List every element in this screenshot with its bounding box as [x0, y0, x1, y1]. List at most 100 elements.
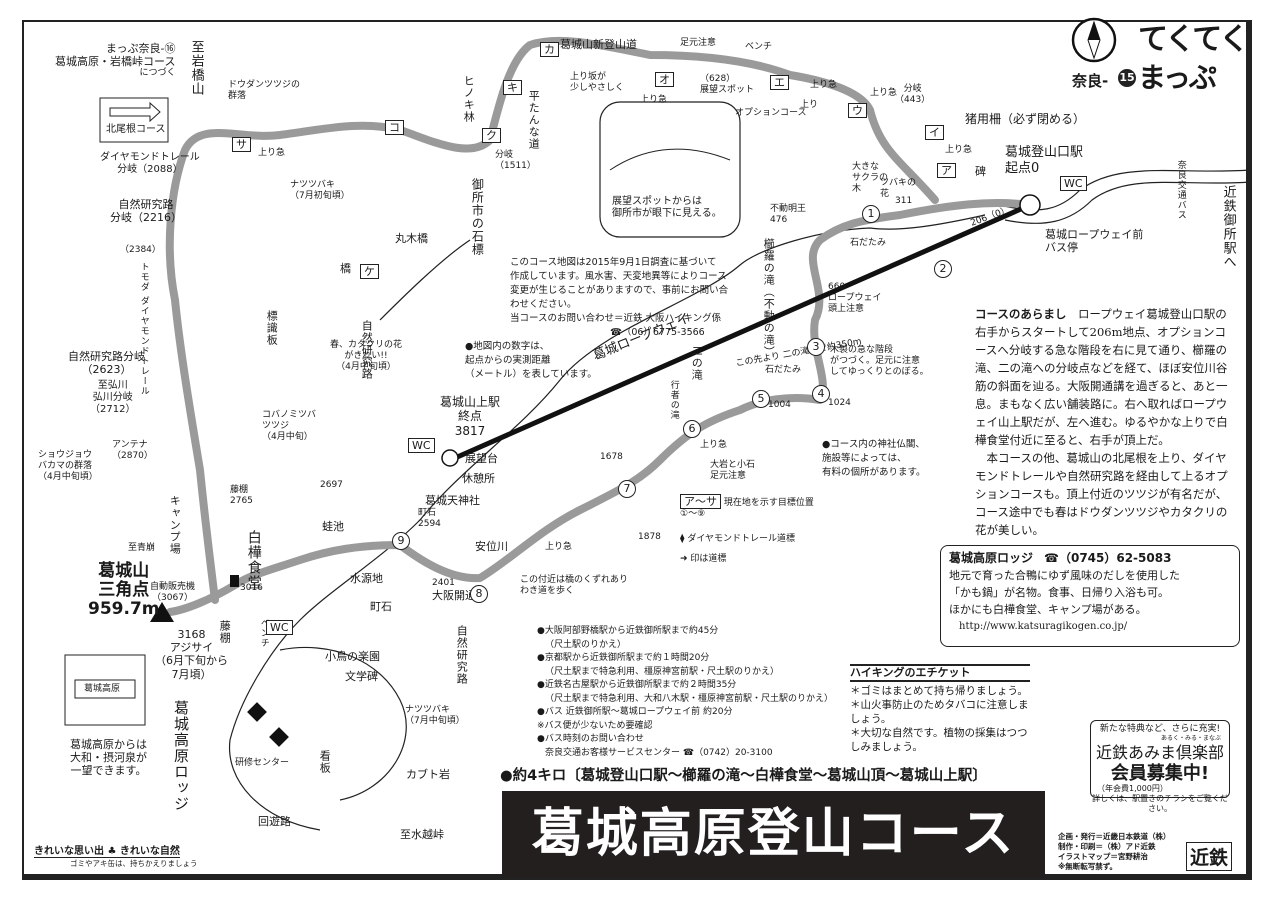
club-ruby: あるく・みる・まなぶ — [1160, 735, 1221, 742]
wisteria-trellis-label: 藤棚 — [218, 620, 232, 644]
legend-desc: ダイヤモンドトレール道標 — [687, 533, 796, 544]
label: 有料の個所があります。 — [822, 467, 926, 478]
steep-label: 上り急 — [700, 440, 728, 450]
label: 藤棚 — [230, 485, 249, 495]
signpost-arrow-icon: ➜ — [680, 554, 691, 565]
distance-label: （2384） — [120, 245, 161, 255]
signboard-label: 看板 — [318, 750, 332, 774]
camp-label: キャンプ場 — [168, 495, 182, 555]
club-note: 詳しくは、駅置きのチラシをご覧ください。 — [1092, 794, 1228, 813]
label: 葛城山上駅 — [440, 395, 501, 409]
bench-label: ベンチ — [258, 618, 269, 648]
label: 春、カタクリの花 — [330, 340, 403, 350]
lodge-info-box: 葛城高原ロッジ ☎（0745）62-5083 地元で育った合鴨にゆず風味のだしを… — [940, 545, 1240, 647]
label: 変更が生じることがありますので、事前にお問い合 — [510, 285, 729, 296]
access-line: （尺土駅まで特急利用、大和八木駅・橿原神宮前駅・尺土駅のりかえ） — [545, 693, 834, 704]
branch-1511: 分岐（1511） — [495, 150, 536, 172]
legend-desc: 印は道標 — [690, 554, 727, 565]
motto-subtext: ゴミやアキ缶は、持ちかえりましょう — [70, 859, 198, 868]
label: 分岐 — [903, 84, 922, 94]
label: 足元注意 — [710, 470, 747, 481]
label: がつづく。足元に注意 — [830, 355, 921, 366]
access-line: ●大阪阿部野橋駅から近鉄御所駅まで約45分 — [537, 626, 719, 636]
waypoint-6: 6 — [683, 420, 701, 438]
label: 御所市が眼下に見える。 — [612, 208, 722, 219]
label: 群落 — [228, 90, 247, 101]
club-recruit: 会員募集中! — [1110, 763, 1210, 784]
legend-katakana: ア〜サ — [680, 494, 721, 509]
access-line: ●バス時刻のお問い合わせ — [537, 734, 644, 744]
label: 不動明王 — [770, 204, 807, 214]
etiquette-item: ＊山火事防止のためタバコに注意しましょう。 — [850, 699, 1029, 725]
legend-desc: 現在地を示す目標位置 — [723, 498, 814, 508]
waypoint-a: ア — [937, 163, 956, 179]
bench-label: ベンチ — [745, 42, 773, 52]
label: ドウダンツツジの — [228, 80, 301, 90]
waypoint-i: イ — [925, 125, 944, 141]
shrine-label: 葛城天神社 — [425, 494, 480, 507]
label: （7月中旬頃） — [405, 715, 465, 726]
waypoint-5: 5 — [752, 390, 770, 408]
logo-number: 15 — [1118, 69, 1136, 87]
continue-note-line: 葛城高原・岩橋峠コース — [55, 55, 176, 69]
lodge-url-link[interactable]: http://www.katsuragikogen.co.jp/ — [959, 621, 1128, 632]
label: ツバキの — [880, 178, 917, 188]
label: わせください。 — [510, 299, 577, 310]
label: ☎（06）6775-3566 — [610, 327, 705, 338]
course-summary-text-2: 本コースの他、葛城山の北尾根を上り、ダイヤモンドトレールや自然研究路を経由して上… — [975, 451, 1228, 537]
label: がきれい!! — [344, 350, 388, 361]
label: 7月頃） — [171, 667, 212, 681]
cypress-forest-label: ヒノキ林 — [462, 75, 476, 123]
label: （7月初旬頃） — [290, 190, 350, 201]
lodge-name: 葛城高原ロッジ — [949, 551, 1034, 565]
wc-icon: WC — [1060, 176, 1087, 192]
shrine-fee-note: ●コース内の神社仏閣、施設等によっては、有料の個所があります。 — [822, 438, 926, 480]
plateau-building-icon — [64, 654, 146, 726]
monument-label: 碑 — [975, 165, 986, 178]
flat-path-label: 平たんな道 — [527, 90, 541, 150]
label: 476 — [770, 214, 788, 225]
ropeway-station-bottom — [1019, 194, 1041, 216]
waypoint-u: ウ — [848, 103, 867, 119]
diamond-trail-label: トモダ ダイヤモンドトレール — [138, 262, 149, 396]
access-line: ●バス 近鉄御所駅〜葛城ロープウェイ前 約20分 — [537, 707, 733, 717]
camellia-label: ツバキの花 — [880, 178, 916, 200]
label: 葛城山 — [98, 561, 150, 581]
waypoint-4: 4 — [812, 385, 830, 403]
label: このコース地図は2015年9月1日調査に基づいて — [510, 257, 717, 268]
waypoint-9: 9 — [392, 532, 410, 550]
ropeway-station-top — [441, 449, 459, 467]
forest-road — [279, 646, 407, 801]
literary-monument-label: 文学碑 — [345, 670, 378, 683]
label: サクラの — [852, 172, 889, 183]
label: 葛城高原からは — [70, 738, 147, 751]
credit-line: ※無断転写禁ず。 — [1058, 862, 1118, 871]
label: コバノミツバ — [262, 410, 317, 420]
waypoint-2: 2 — [934, 260, 952, 278]
course-summary: コースのあらまし ロープウェイ葛城登山口駅の右手からスタートして206m地点、オ… — [975, 305, 1237, 539]
signboard-label: 標識板 — [265, 310, 279, 346]
waypoint-ko: コ — [385, 120, 404, 136]
logo-region: 奈良- — [1072, 72, 1109, 90]
to-aokuzure-label: 至青崩 — [128, 543, 156, 553]
yasui-river-label: 安位川 — [475, 540, 508, 553]
course-summary-text: ロープウェイ葛城登山口駅の右手からスタートして206m地点、オプションコースへ分… — [975, 307, 1228, 447]
north-ridge-sign-label: 北尾根コース — [106, 124, 166, 135]
observatory-label: 展望台 — [465, 452, 498, 465]
label: バス停 — [1045, 241, 1078, 255]
lodge-building-icon — [247, 702, 267, 722]
lodge-desc: 「かも鍋」が名物。食事、日帰り入浴も可。 — [949, 586, 1169, 599]
hiking-etiquette: ハイキングのエチケット ＊ゴミはまとめて持ち帰りましょう。 ＊山火事防止のためタ… — [850, 664, 1030, 754]
plateau-view-note: 葛城高原からは大和・摂河泉が一望できます。 — [70, 738, 147, 778]
label: 三角点 — [98, 580, 150, 600]
waypoint-sa: サ — [232, 137, 251, 153]
to-gose-station-label: 近鉄御所駅へ — [1220, 185, 1236, 269]
waypoint-1: 1 — [862, 205, 880, 223]
steep-label: 上り急 — [258, 148, 286, 158]
rocks-note: 大岩と小石足元注意 — [710, 460, 755, 482]
label: ナツツバキ — [405, 705, 451, 715]
